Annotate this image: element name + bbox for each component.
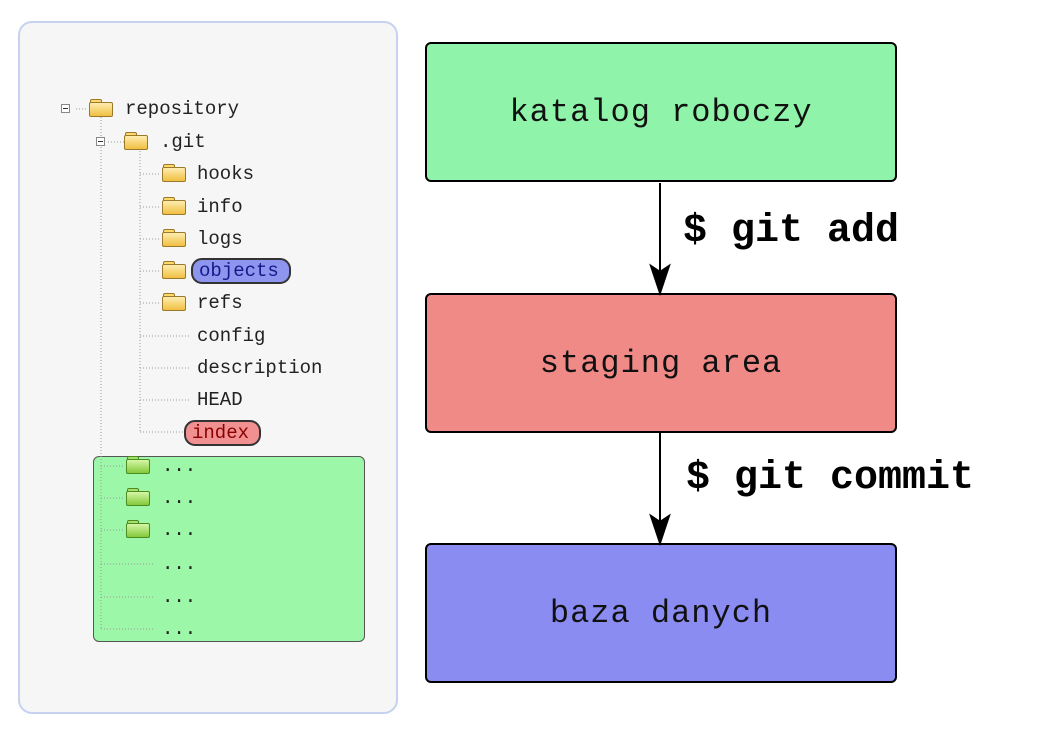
tree-item-hooks[interactable]: hooks <box>197 163 255 185</box>
working-directory-label: katalog roboczy <box>509 93 813 131</box>
folder-icon <box>124 132 148 150</box>
tree-item-description[interactable]: description <box>197 357 323 379</box>
tree-item-head[interactable]: HEAD <box>197 389 243 411</box>
tree-connectors <box>76 108 190 630</box>
folder-icon <box>126 456 150 474</box>
collapse-toggle-icon[interactable] <box>61 104 70 113</box>
add-arrow-head <box>649 263 671 297</box>
tree-item-objects[interactable]: objects <box>191 258 291 284</box>
folder-icon <box>89 99 113 117</box>
folder-icon <box>126 520 150 538</box>
working-dir-item[interactable]: ... <box>162 455 197 477</box>
tree-item-index[interactable]: index <box>184 420 262 446</box>
git-add-command: $ git add <box>683 209 900 254</box>
tree-item-git[interactable]: .git <box>160 131 206 153</box>
database-box: baza danych <box>425 543 897 683</box>
folder-icon <box>162 229 186 247</box>
working-directory-box: katalog roboczy <box>425 42 897 182</box>
working-dir-item[interactable]: ... <box>162 618 197 640</box>
staging-area-box: staging area <box>425 293 897 433</box>
folder-icon <box>126 488 150 506</box>
folder-icon <box>162 197 186 215</box>
database-label: baza danych <box>549 594 773 632</box>
tree-item-info[interactable]: info <box>197 196 243 218</box>
folder-icon <box>162 261 186 279</box>
working-dir-item[interactable]: ... <box>162 553 197 575</box>
commit-arrow-head <box>649 513 671 547</box>
git-commit-command: $ git commit <box>686 456 975 501</box>
working-dir-item[interactable]: ... <box>162 487 197 509</box>
working-dir-item[interactable]: ... <box>162 586 197 608</box>
tree-item-logs[interactable]: logs <box>197 228 243 250</box>
staging-area-label: staging area <box>539 344 783 382</box>
working-directory-highlight <box>93 456 365 642</box>
folder-icon <box>162 164 186 182</box>
working-dir-item[interactable]: ... <box>162 519 197 541</box>
tree-item-repository[interactable]: repository <box>125 98 240 120</box>
collapse-toggle-icon[interactable] <box>96 137 105 146</box>
folder-icon <box>162 293 186 311</box>
tree-item-refs[interactable]: refs <box>197 292 243 314</box>
tree-item-config[interactable]: config <box>197 325 266 347</box>
